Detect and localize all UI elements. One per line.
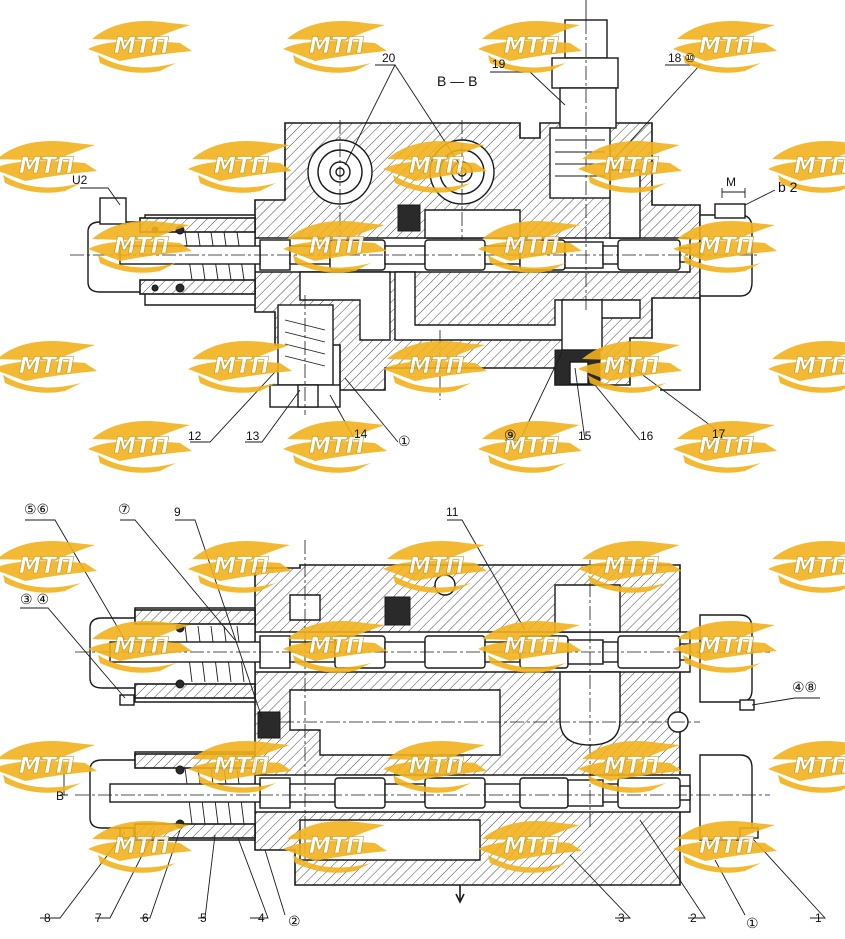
callout-circle-9: ⑨ [504, 427, 517, 443]
bottom-channel-middle [289, 594, 501, 756]
callout-1: 1 [815, 911, 822, 925]
watermark-logo-text: МТП [19, 154, 74, 179]
callout-16: 16 [640, 429, 654, 443]
watermark-logo-text: МТП [409, 754, 464, 779]
callout-7: 7 [95, 911, 102, 925]
callout-8: 8 [44, 911, 51, 925]
watermark-logo-text: МТП [114, 234, 169, 259]
callout-circle-7: ⑦ [118, 501, 131, 517]
watermark-logo-text: МТП [504, 434, 559, 459]
watermark-logo-text: МТП [794, 154, 845, 179]
watermark-logo-text: МТП [699, 634, 754, 659]
watermark-logo-text: МТП [114, 34, 169, 59]
callout-5: 5 [200, 911, 207, 925]
callout-14: 14 [354, 427, 368, 441]
watermark-logo-text: МТП [699, 834, 754, 859]
top-plug [397, 204, 421, 232]
callout-u2: U2 [72, 173, 88, 187]
callout-circle-4-8: ④⑧ [792, 679, 817, 695]
watermark-logo-text: МТП [19, 554, 74, 579]
callout-circle-3-4: ③ ④ [20, 591, 49, 607]
watermark-logo-text: МТП [214, 154, 269, 179]
watermark-logo-text: МТП [214, 354, 269, 379]
watermark-logo-text: МТП [19, 754, 74, 779]
top-right-boss [714, 203, 746, 219]
watermark-logo-text: МТП [19, 354, 74, 379]
top-left-boss [99, 197, 127, 225]
watermark-logo-text: МТП [214, 754, 269, 779]
watermark-logo-text: МТП [309, 234, 364, 259]
watermark-logo-text: МТП [114, 834, 169, 859]
callout-circle-1: ① [398, 433, 411, 449]
callout-b: B [56, 789, 64, 803]
callout-9: 9 [174, 505, 181, 519]
watermark-logo-text: МТП [409, 354, 464, 379]
callout-3: 3 [618, 911, 625, 925]
watermark-logo-text: МТП [409, 554, 464, 579]
section-title: B — B [437, 73, 477, 89]
callout-11: 11 [446, 505, 459, 519]
callout-19: 19 [492, 57, 506, 71]
callout-circle-1-bottom: ① [746, 915, 759, 931]
watermark-logo-text: МТП [409, 154, 464, 179]
top-channel-left [299, 271, 391, 341]
callout-circle-2: ② [288, 913, 301, 929]
callout-b2: b 2 [778, 179, 798, 195]
bottom-plug-top [384, 596, 411, 626]
bottom-lower-spool [259, 777, 691, 809]
bottom-plug-left [257, 711, 281, 739]
watermark-logo-text: МТП [794, 354, 845, 379]
callout-circle-5-6: ⑤⑥ [24, 501, 49, 517]
watermark-logo-text: МТП [699, 34, 754, 59]
callout-4: 4 [258, 911, 265, 925]
watermark-logo-text: МТП [114, 434, 169, 459]
callout-20: 20 [382, 51, 396, 65]
watermark-logo-text: МТП [309, 34, 364, 59]
callout-m: M [726, 175, 736, 189]
callout-6: 6 [142, 911, 149, 925]
callout-13: 13 [246, 429, 260, 443]
watermark-logo-text: МТП [214, 554, 269, 579]
callout-2: 2 [690, 911, 697, 925]
watermark-logo-text: МТП [699, 434, 754, 459]
watermark-layer: МТП МТП МТП МТП МТП МТП МТП МТП МТП МТП … [0, 21, 845, 873]
top-channel-right [609, 169, 641, 239]
watermark-logo-text: МТП [309, 634, 364, 659]
callout-12: 12 [188, 429, 202, 443]
watermark-logo-text: МТП [504, 34, 559, 59]
watermark-logo-text: МТП [794, 754, 845, 779]
watermark-logo-text: МТП [604, 554, 659, 579]
watermark-logo-text: МТП [504, 234, 559, 259]
labels: B — B 20 19 18 ⑩ U2 M b 2 12 13 14 ① ⑨ 1… [20, 51, 822, 931]
watermark-logo-text: МТП [504, 634, 559, 659]
watermark-logo-text: МТП [309, 434, 364, 459]
watermark-logo-text: МТП [114, 634, 169, 659]
callout-17: 17 [712, 427, 726, 441]
watermark-logo-text: МТП [604, 754, 659, 779]
watermark-logo-text: МТП [794, 554, 845, 579]
watermark-logo-text: МТП [604, 154, 659, 179]
watermark-logo-text: МТП [699, 234, 754, 259]
watermark-logo-text: МТП [309, 834, 364, 859]
watermark-logo-text: МТП [504, 834, 559, 859]
callout-15: 15 [578, 429, 592, 443]
watermark-logo-text: МТП [604, 354, 659, 379]
top-cap-wall-lower [139, 279, 256, 295]
callout-18-10: 18 ⑩ [668, 51, 695, 65]
